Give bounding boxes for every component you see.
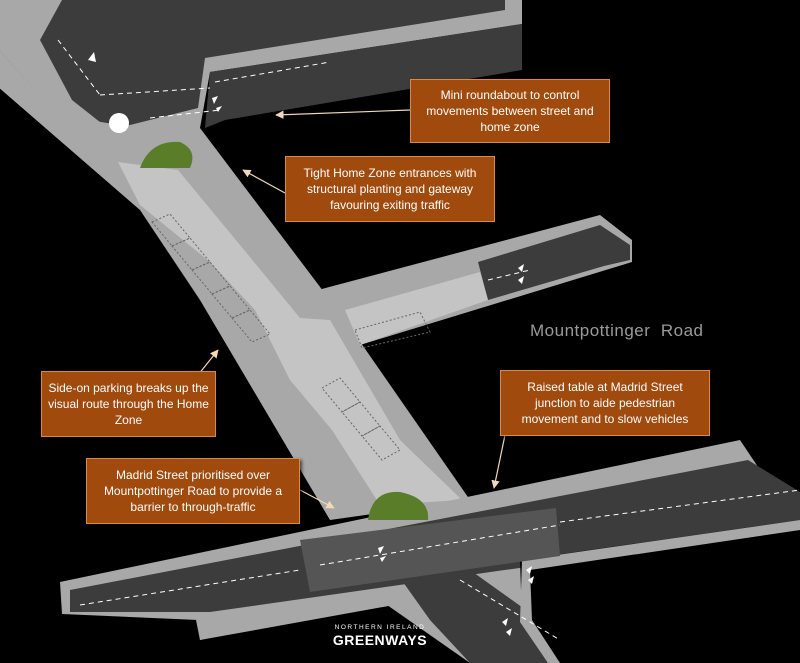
parking-bays-west [151,213,271,343]
mountpottinger-road-shared-surface [345,272,488,345]
callout-side-on-parking: Side-on parking breaks up the visual rou… [41,371,216,437]
callout-raised-table: Raised table at Madrid Street junction t… [500,370,710,436]
greenways-logo: NORTHERN IRELAND GREENWAYS [318,624,442,648]
top-street-carriageway-east [205,24,522,128]
logo-title: GREENWAYS [332,632,428,648]
road-markings [57,39,800,641]
callout-arrows [197,109,506,509]
top-street-carriageway [40,0,505,130]
home-zone-shared-surface [118,162,462,505]
planting-south [368,491,429,520]
parking-bays-east [321,311,431,461]
callout-mini-roundabout: Mini roundabout to control movements bet… [410,79,610,143]
mountpottinger-road-carriageway [478,225,630,300]
logo-subtitle: NORTHERN IRELAND [334,624,426,631]
raised-table [300,508,560,592]
callout-madrid-street-priority: Madrid Street prioritised over Mountpott… [86,458,300,524]
give-way-arrows [88,52,534,636]
madrid-street-lower-kerb [520,520,800,663]
callout-home-zone-entrances: Tight Home Zone entrances with structura… [285,156,495,222]
planting-north [140,141,193,168]
mountpottinger-road-label: Mountpottinger Road [530,321,704,340]
mini-roundabout [109,113,129,133]
